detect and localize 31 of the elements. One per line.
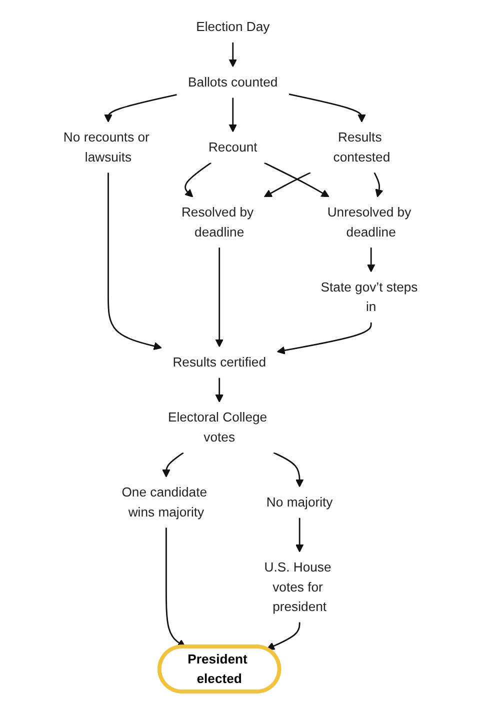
node-text: Recount	[208, 139, 258, 154]
node-text: One candidate wins majority	[122, 484, 207, 520]
node-text: Electoral College votes	[168, 410, 267, 444]
node-text: Election Day	[196, 18, 270, 34]
arrow	[104, 94, 177, 122]
arrow	[264, 162, 330, 198]
node-text: No recounts or lawsuits	[63, 130, 150, 164]
arrow	[215, 378, 224, 402]
arrow	[228, 98, 237, 132]
arrow	[162, 452, 184, 478]
node-text: State gov’t steps in	[320, 279, 418, 314]
node-text: Resolved by deadline	[181, 204, 254, 240]
arrow	[295, 518, 304, 552]
node-text: Results certified	[172, 354, 266, 370]
arrow	[366, 248, 376, 272]
arrow	[276, 322, 372, 354]
arrow	[215, 248, 224, 348]
node-text: No majority	[266, 494, 333, 510]
arrow	[288, 94, 366, 122]
arrow	[273, 452, 304, 488]
node-text: U.S. House votes for president	[264, 559, 332, 614]
arrow	[107, 172, 162, 350]
arrow	[374, 172, 384, 198]
node-text: Ballots counted	[188, 74, 278, 90]
arrow	[184, 162, 212, 198]
arrow	[266, 622, 300, 650]
node-text: Results contested	[333, 130, 390, 164]
arrow	[165, 528, 186, 648]
node-text: Unresolved by deadline	[327, 204, 411, 240]
arrow	[228, 42, 237, 68]
arrow	[264, 172, 311, 198]
